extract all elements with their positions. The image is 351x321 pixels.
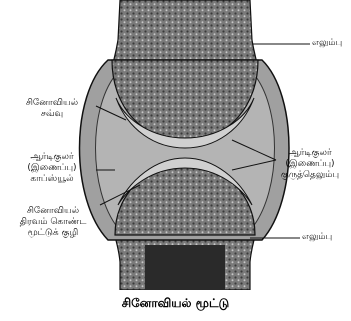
label-synovial-membrane: சினோவியல் சவ்வு bbox=[6, 98, 98, 120]
label-synovial-cavity: சினோவியல் திரவம் கொண்ட மூட்டுக் குழி bbox=[4, 206, 102, 239]
label-articular-cartilage: ஆர்டிகுலர் (இணைப்பு) குருத்தெலும்பு bbox=[272, 148, 348, 181]
label-fibrous-capsule: ஆர்டிகுலர் (இணைப்பு) காப்ஸ்யூல் bbox=[6, 152, 98, 185]
label-bone-bottom: எலும்பு bbox=[302, 232, 332, 243]
diagram-caption: சினோவியல் மூட்டு bbox=[0, 296, 351, 312]
marrow-cavity bbox=[145, 245, 225, 290]
label-bone-top: எலும்பு bbox=[312, 38, 342, 49]
